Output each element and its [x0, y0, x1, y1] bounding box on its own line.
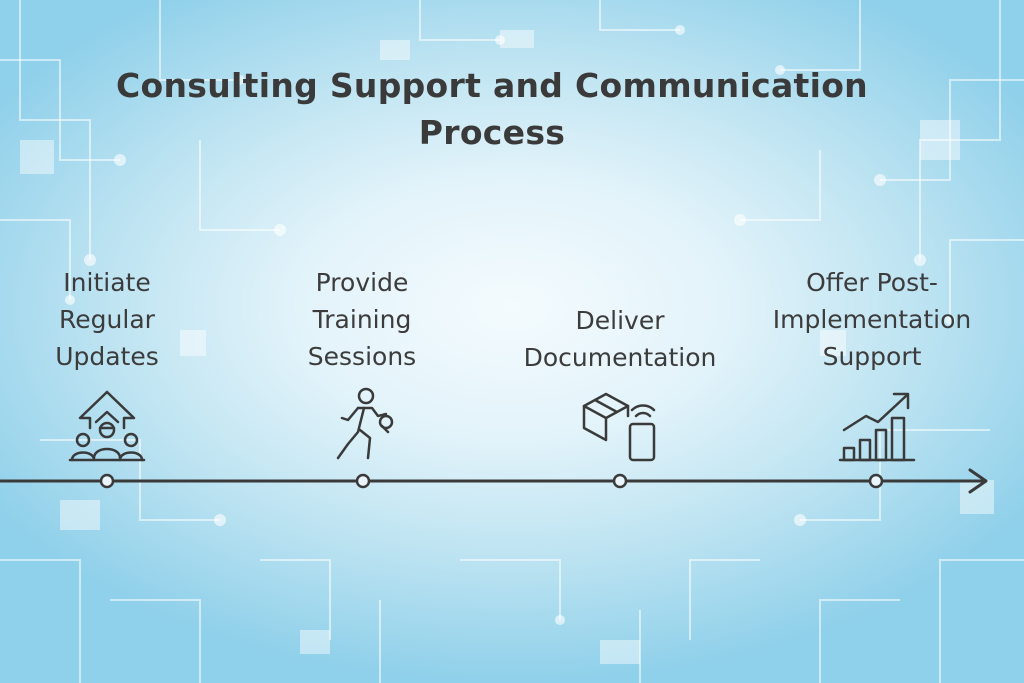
step-1-line-2: Regular: [59, 305, 155, 334]
step-3-label: Deliver Documentation: [500, 302, 740, 376]
step-4-line-1: Offer Post-: [806, 268, 938, 297]
step-2-line-1: Provide: [315, 268, 409, 297]
title-line-2: Process: [418, 113, 566, 152]
timeline-node-3: [612, 473, 628, 489]
step-3-line-1: Deliver: [575, 306, 665, 335]
package-delivery-icon: [582, 392, 656, 462]
timeline-node-1: [99, 473, 115, 489]
team-growth-icon: [68, 390, 146, 462]
step-4-line-3: Support: [822, 342, 922, 371]
step-2-line-3: Sessions: [307, 342, 417, 371]
step-4-label: Offer Post- Implementation Support: [752, 264, 992, 375]
step-2-line-2: Training: [312, 305, 412, 334]
step-2-label: Provide Training Sessions: [272, 264, 452, 375]
step-1-line-3: Updates: [55, 342, 159, 371]
bar-chart-growth-icon: [838, 392, 916, 462]
step-4-line-2: Implementation: [772, 305, 972, 334]
running-person-icon: [336, 387, 394, 460]
timeline-node-2: [355, 473, 371, 489]
step-3-line-2: Documentation: [523, 343, 717, 372]
title-line-1: Consulting Support and Communication: [116, 66, 868, 105]
step-1-label: Initiate Regular Updates: [22, 264, 192, 375]
diagram-title: Consulting Support and Communication Pro…: [62, 62, 922, 156]
timeline-arrowhead: [968, 468, 988, 494]
step-1-line-1: Initiate: [63, 268, 151, 297]
timeline-node-4: [868, 473, 884, 489]
